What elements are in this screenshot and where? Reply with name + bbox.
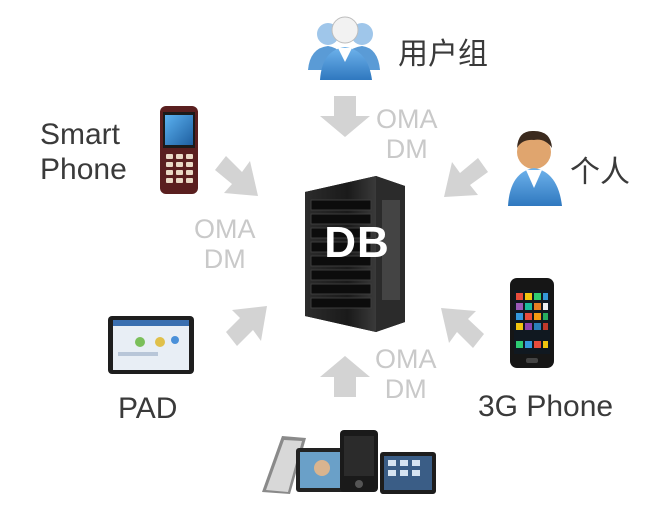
tablet-icon bbox=[108, 316, 194, 374]
arrow-from-3g-phone bbox=[441, 308, 484, 348]
3g-phone-label: 3G Phone bbox=[478, 390, 614, 423]
smart-phone-label: Smart Phone bbox=[40, 118, 127, 187]
arrow-from-smart-phone bbox=[215, 156, 258, 196]
server-label: DB bbox=[324, 218, 390, 267]
devices-icon bbox=[262, 430, 436, 494]
protocol-line1: OMA bbox=[375, 344, 437, 374]
arrow-from-personal bbox=[444, 158, 488, 197]
protocol-line1: OMA bbox=[376, 104, 438, 134]
user-group-label: 用户组 bbox=[398, 38, 488, 71]
user-group-icon bbox=[308, 16, 380, 80]
smart-phone-label-line1: Smart bbox=[40, 118, 121, 151]
protocol-line2: DM bbox=[384, 374, 427, 405]
personal-label: 个人 bbox=[570, 156, 630, 189]
smart-phone-label-line2: Phone bbox=[40, 152, 127, 186]
arrow-from-user-group bbox=[320, 96, 370, 137]
arrow-from-devices bbox=[320, 356, 370, 397]
protocol-label-bottom: OMA DM bbox=[375, 344, 437, 404]
person-icon bbox=[508, 130, 562, 206]
pad-label: PAD bbox=[118, 392, 178, 425]
protocol-line2: DM bbox=[385, 134, 428, 165]
protocol-label-top: OMA DM bbox=[376, 104, 438, 164]
arrow-from-pad bbox=[226, 306, 267, 346]
protocol-line2: DM bbox=[203, 244, 246, 275]
feature-phone-icon bbox=[160, 106, 198, 194]
server-icon bbox=[305, 176, 405, 332]
protocol-label-left: OMA DM bbox=[194, 214, 256, 274]
smartphone-icon bbox=[510, 278, 554, 368]
protocol-line1: OMA bbox=[194, 214, 256, 244]
